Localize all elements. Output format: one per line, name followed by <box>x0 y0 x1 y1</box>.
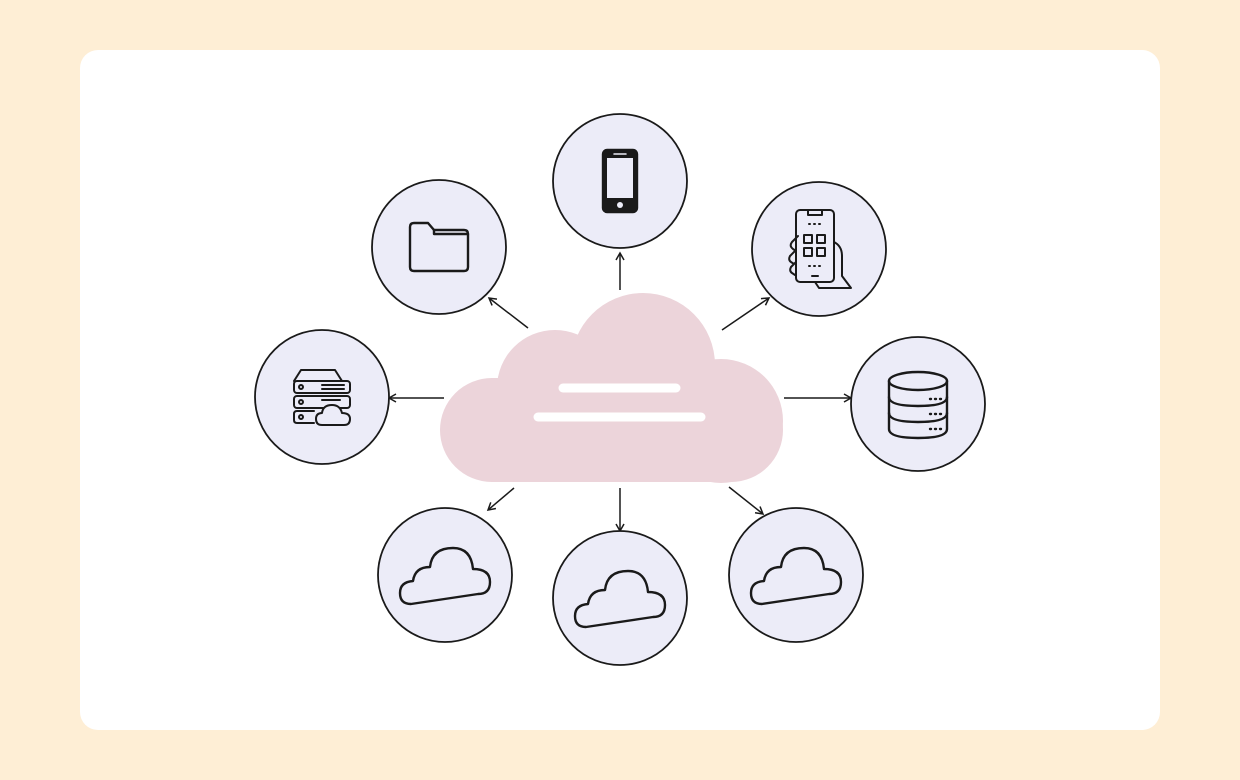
node-cloud-right <box>728 507 864 643</box>
node-cloud-center <box>552 530 688 666</box>
node-folder <box>371 179 507 315</box>
server-cloud-icon <box>293 369 351 426</box>
smartphone-icon <box>601 148 639 214</box>
arrow-to-hand-phone <box>721 297 771 331</box>
folder-icon <box>408 221 470 273</box>
central-cloud-icon <box>440 293 783 483</box>
cloud-icon <box>398 546 492 606</box>
node-cloud-left <box>377 507 513 643</box>
arrow-to-folder <box>487 297 529 329</box>
arrow-to-cloud-left <box>486 487 515 511</box>
cloud-icon <box>749 546 843 606</box>
hand-holding-phone-icon <box>788 209 852 289</box>
database-icon <box>887 370 949 440</box>
node-database <box>850 336 986 472</box>
cloud-icon <box>573 569 667 629</box>
arrow-to-cloud-right <box>728 486 765 515</box>
